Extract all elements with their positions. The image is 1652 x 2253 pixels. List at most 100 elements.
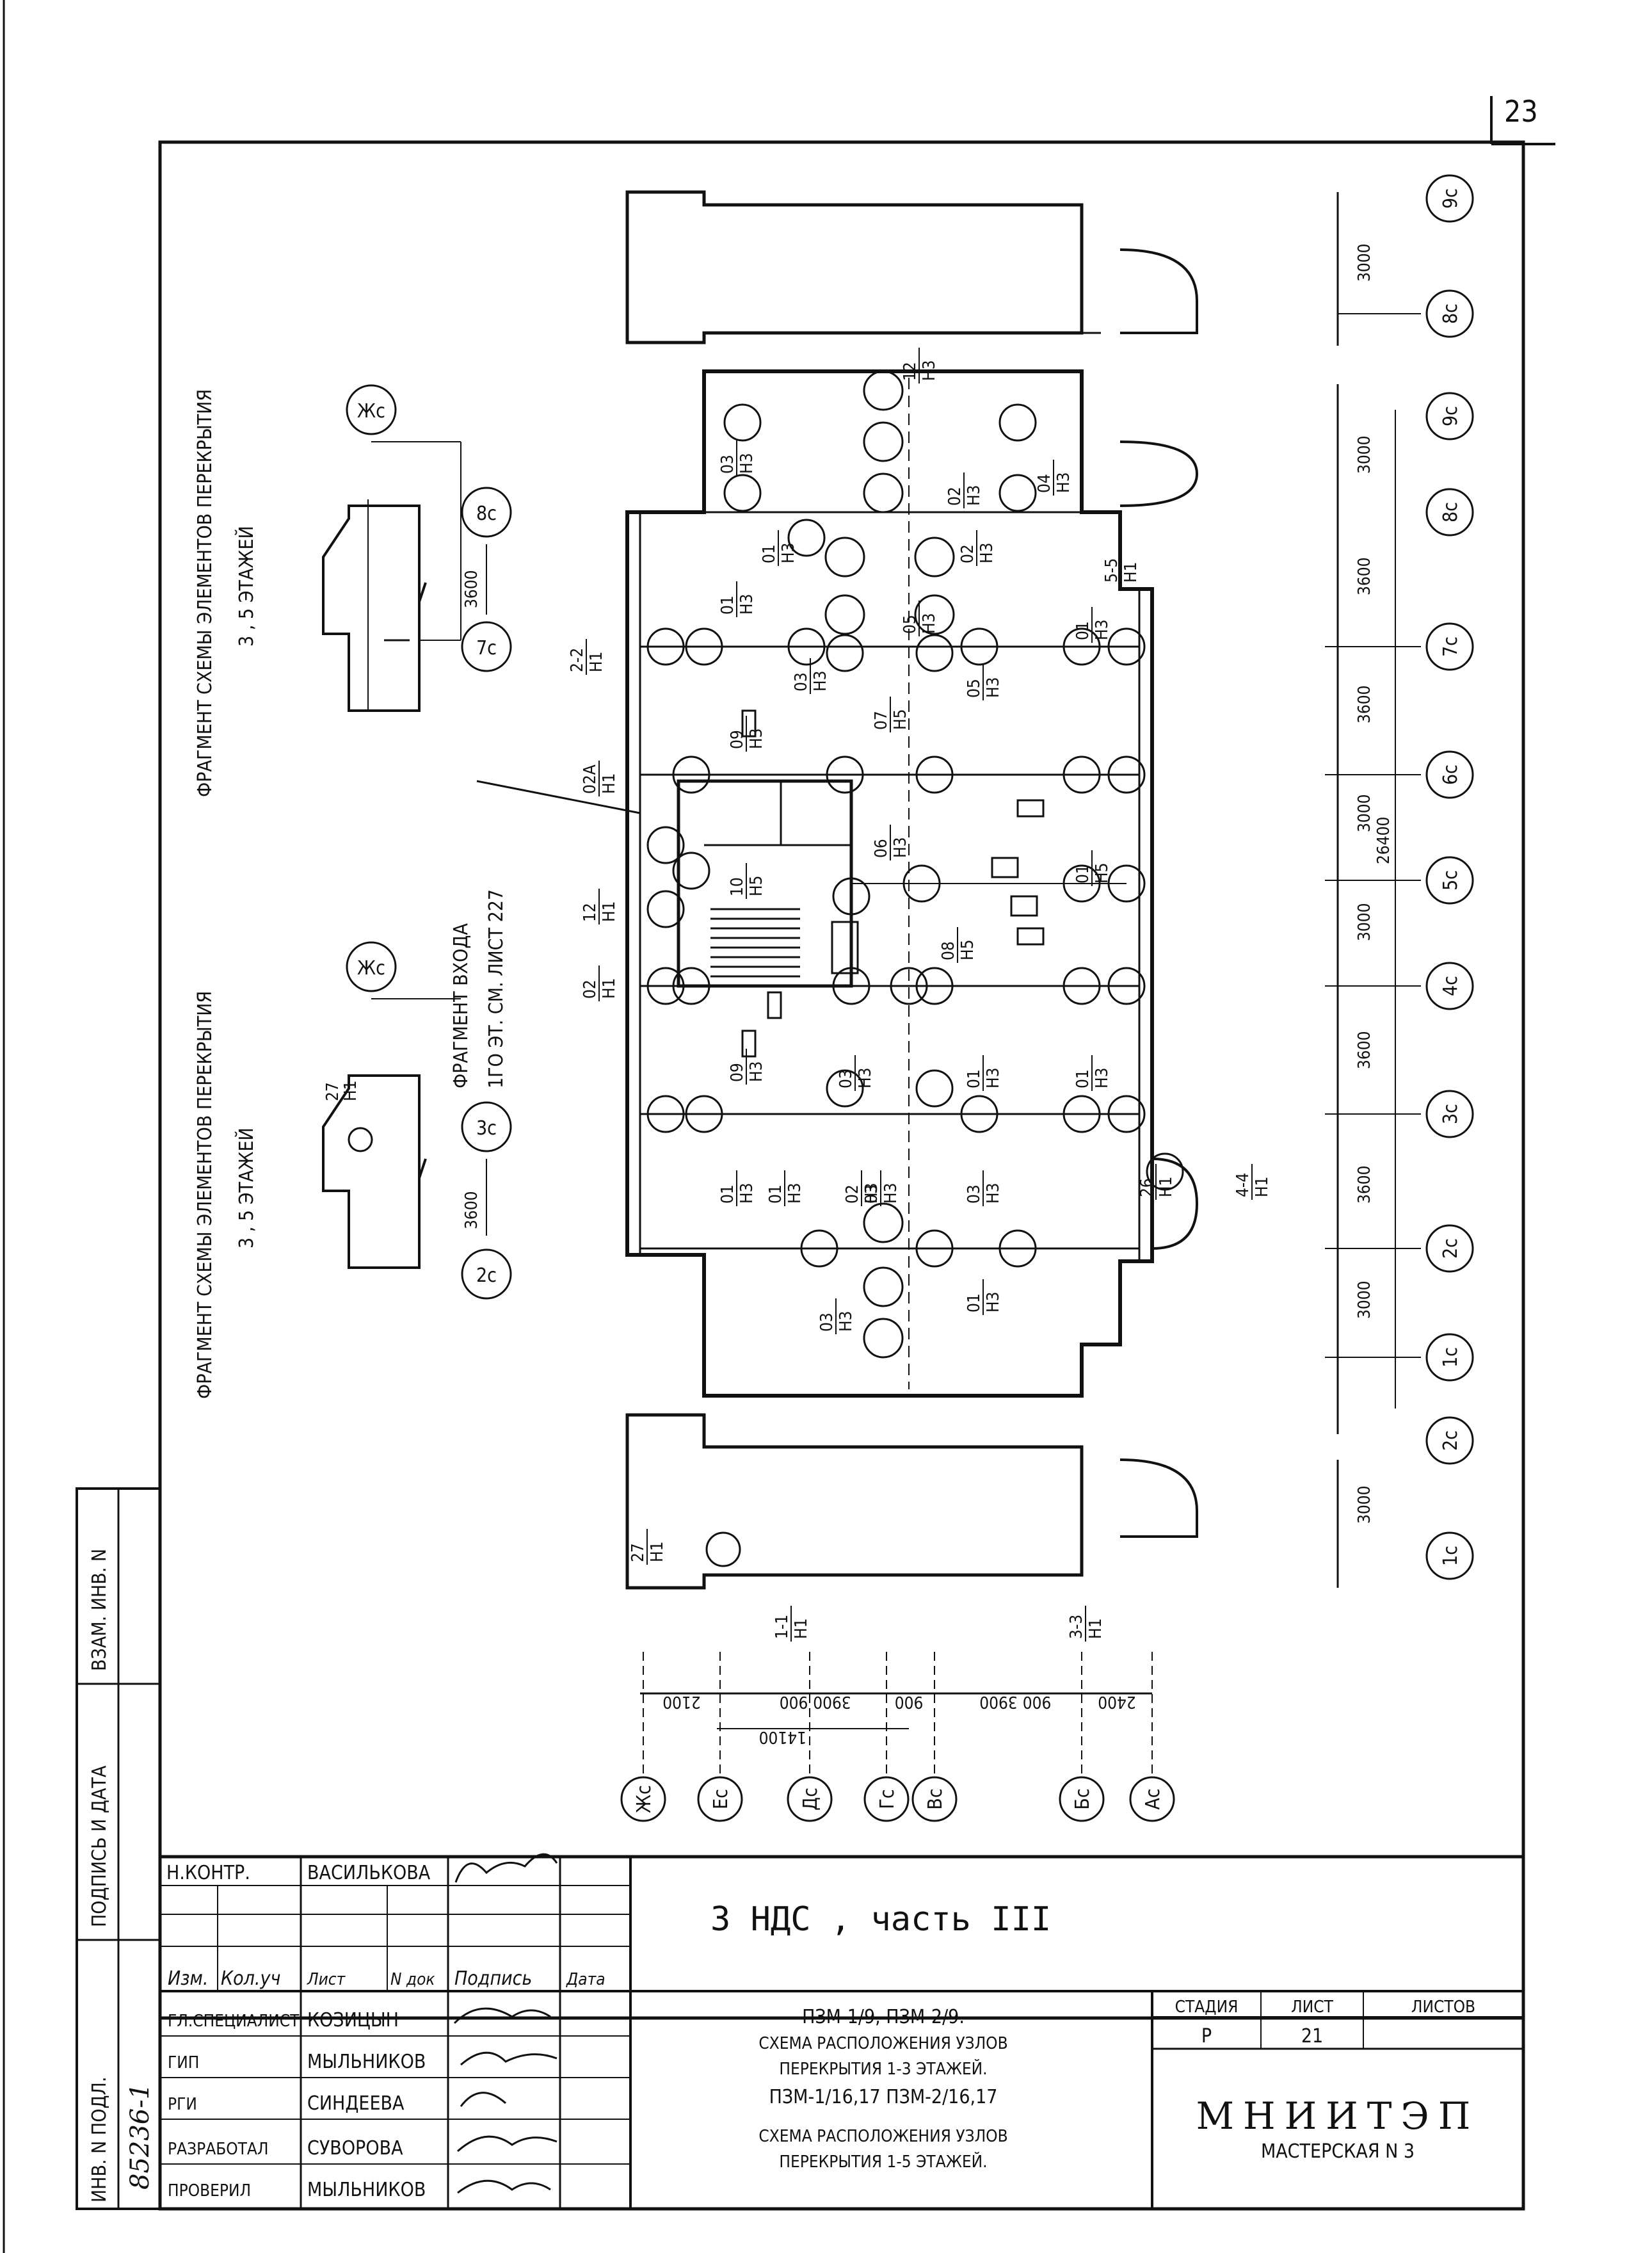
svg-text:9с: 9с	[1439, 406, 1462, 426]
section-mark-num: 4-4	[1233, 1173, 1253, 1197]
desc-3: ПЗМ-1/16,17 ПЗМ-2/16,17	[769, 2086, 998, 2108]
dim-label: 3000	[1355, 1280, 1374, 1319]
desc-5: ПЕРЕКРЫТИЯ 1-5 ЭТАЖЕЙ.	[779, 2151, 987, 2172]
dim-label: 26400	[1374, 817, 1393, 864]
node-mark-den: Н3	[1093, 1068, 1112, 1088]
svg-text:2с: 2с	[1439, 1238, 1462, 1259]
stage-value: Р	[1201, 2025, 1212, 2047]
node-mark-num: 03	[792, 672, 811, 691]
fragment-top-title-2: 3 , 5 ЭТАЖЕЙ	[235, 526, 258, 647]
node-mark-den: Н3	[785, 1183, 805, 1204]
dim-label: 3000	[1355, 243, 1374, 282]
section-mark-den: Н1	[1086, 1619, 1105, 1639]
desc-2: ПЕРЕКРЫТИЯ 1-3 ЭТАЖЕЙ.	[779, 2058, 987, 2079]
axis-label: 3с	[476, 1117, 497, 1140]
svg-text:3с: 3с	[1439, 1104, 1462, 1124]
svg-text:6с: 6с	[1439, 764, 1462, 785]
node-mark-num: 12	[901, 362, 920, 381]
svg-text:Жс: Жс	[633, 1785, 655, 1813]
node-mark-den: Н5	[958, 940, 977, 960]
dim-label: 3600	[462, 1191, 481, 1229]
section-mark-num: 3-3	[1067, 1615, 1086, 1639]
section-mark-den: Н1	[792, 1619, 811, 1639]
node-mark-num: 02	[843, 1184, 862, 1204]
node-mark-num: 01	[760, 544, 779, 563]
node-mark-den: Н3	[984, 677, 1003, 698]
node-mark-den: Н3	[837, 1311, 856, 1332]
svg-text:1с: 1с	[1439, 1347, 1462, 1368]
dim-label: 900	[895, 1692, 924, 1711]
node-mark-den: Н3	[984, 1292, 1003, 1312]
dim-label: 3600	[462, 570, 481, 608]
node-mark-den: Н3	[779, 543, 798, 563]
bottom-total: 14100	[759, 1727, 806, 1747]
entrance-note-line2: 1ГО ЭТ. СМ. ЛИСТ 227	[485, 889, 508, 1088]
axis-label: 8с	[476, 503, 497, 525]
node-mark-den: Н3	[984, 1068, 1003, 1088]
name-1: МЫЛЬНИКОВ	[307, 2051, 426, 2073]
node-mark-num: 01	[1073, 621, 1093, 640]
dim-label: 3600	[1355, 1031, 1374, 1069]
node-mark-den: Н3	[920, 613, 939, 634]
axis-label: 8с	[1425, 488, 1474, 537]
signature	[454, 1853, 558, 1883]
hdr-ndok: N док	[390, 1970, 435, 1989]
node-mark-num: 09	[728, 1063, 747, 1082]
fragment-bottom: ФРАГМЕНТ СХЕМЫ ЭЛЕМЕНТОВ ПЕРЕКРЫТИЯ 3 , …	[194, 941, 512, 1399]
n-kontr-name: ВАСИЛЬКОВА	[307, 1862, 431, 1884]
node-mark-num: 01	[1073, 864, 1093, 884]
node-mark-den: Н3	[1054, 472, 1073, 493]
dim-label: 3000	[1355, 435, 1374, 474]
node-mark-den: Н3	[811, 671, 830, 691]
axis-label: Ес	[697, 1652, 743, 1822]
node-mark-den: Н3	[977, 543, 997, 563]
desc-4: СХЕМА РАСПОЛОЖЕНИЯ УЗЛОВ	[758, 2127, 1007, 2146]
desc-1: СХЕМА РАСПОЛОЖЕНИЯ УЗЛОВ	[758, 2034, 1007, 2053]
node-mark-den: Н3	[965, 485, 984, 506]
fragment-top-title-1: ФРАГМЕНТ СХЕМЫ ЭЛЕМЕНТОВ ПЕРЕКРЫТИЯ	[194, 389, 216, 797]
node-mark-num: 01	[965, 1069, 984, 1088]
axis-label: 1с	[1425, 1531, 1474, 1580]
svg-text:8с: 8с	[1439, 502, 1462, 522]
side-stamp-vzam: ВЗАМ. ИНВ. N	[88, 1549, 111, 1671]
page-number-box: 23	[1490, 94, 1555, 145]
hdr-podpis: Подпись	[454, 1967, 532, 1990]
role-1: ГИП	[168, 2053, 199, 2072]
axis-label: 2с	[1425, 1416, 1474, 1465]
svg-text:Дс: Дс	[799, 1788, 822, 1811]
axis-label: 4с	[1425, 962, 1474, 1010]
node-mark-num: 02А	[581, 764, 600, 794]
dim-label: 3000	[1355, 1485, 1374, 1524]
node-mark-den: Н3	[891, 837, 910, 858]
axis-label: Жс	[357, 957, 385, 980]
dim-label: 2100	[662, 1692, 701, 1711]
stage-label: СТАДИЯ	[1175, 1998, 1239, 2017]
node-mark-num: 03	[817, 1312, 837, 1332]
section-mark-den: Н1	[1121, 562, 1141, 583]
node-mark-den: Н3	[881, 1183, 901, 1204]
role-3: РАЗРАБОТАЛ	[168, 2140, 269, 2159]
node-mark-num: 01	[718, 1184, 737, 1204]
node-mark-num: 03	[862, 1184, 881, 1204]
dim-label: 3600	[1355, 557, 1374, 595]
axis-label: 6с	[1425, 750, 1474, 799]
node-mark-den: Н5	[891, 709, 910, 730]
sheet-label: ЛИСТ	[1291, 1998, 1333, 2017]
axis-label: 8с	[1425, 289, 1474, 338]
